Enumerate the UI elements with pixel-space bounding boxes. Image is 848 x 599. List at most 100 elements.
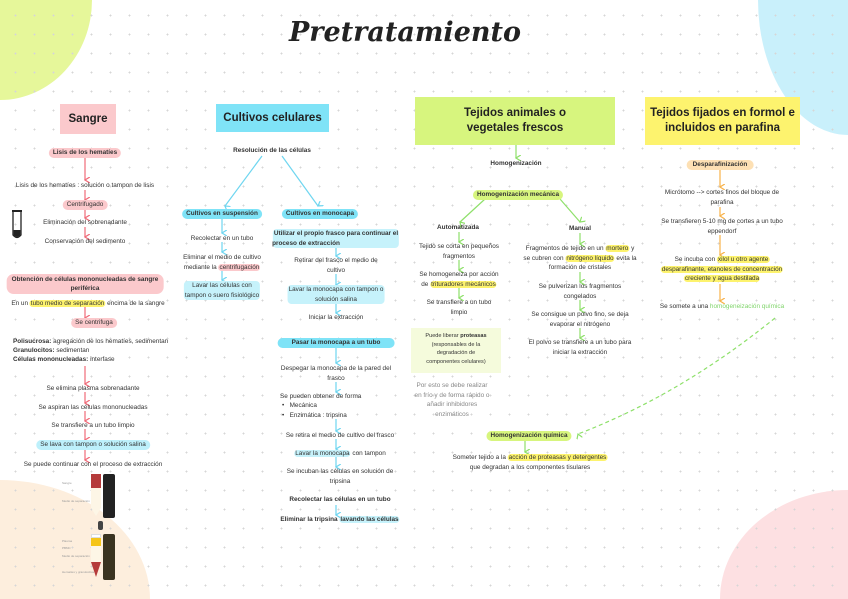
text: mediante la <box>183 263 219 271</box>
text: Se somete a una <box>659 303 710 310</box>
step-text: Se elimina plasma sobrenadante <box>46 385 140 392</box>
eliminacion-text: Eliminación del sobrenadante <box>43 219 127 226</box>
text: Puede liberar <box>425 333 461 339</box>
label: Polisucrosa: <box>13 338 52 345</box>
text: Se incuban las células en solución de <box>286 468 394 475</box>
text: y <box>629 245 635 252</box>
centrifugado-label: Centrifugado <box>62 200 108 210</box>
text: congelados <box>563 292 597 300</box>
desparafinizacion-label: Desparafinización <box>686 160 754 170</box>
step-text: Retirar del frasco el medio de cultivo <box>294 256 377 275</box>
figure-label: Sangre <box>62 481 72 485</box>
text: Se transfiere a un tubo <box>426 299 492 306</box>
header-sangre: Sangre <box>60 104 116 134</box>
text: evita la <box>614 254 637 262</box>
centrifuga-label: Se centrifuga <box>71 318 117 328</box>
resolucion-label: Resolución de las células <box>233 147 311 154</box>
text: Retirar del frasco el medio de <box>294 257 378 264</box>
tube-plasma-layer <box>91 538 101 546</box>
text: agregación de los hematíes, sedimentan <box>51 338 169 345</box>
mecanica-label: Homogenización mecánica <box>472 190 564 200</box>
polisucrosa-text: Polisucrosa: agregación de los hematíes,… <box>13 337 168 347</box>
text: (responsables de la <box>431 341 481 348</box>
step-text: Micrótomo --> cortes finos del bloque de… <box>665 188 779 207</box>
highlight: lavando las células <box>339 516 400 523</box>
bullet-item: • Enzimática : tripsina <box>282 412 347 419</box>
separation-figure: Sangre Medio de separación Plasma PBMC M… <box>60 472 120 592</box>
text: tripsina <box>329 477 351 485</box>
text: Micrótomo --> cortes finos del bloque de <box>664 189 780 196</box>
frio-note: Por esto se debe realizar en frío y de fo… <box>415 381 490 419</box>
text: Por esto se debe realizar <box>416 382 488 389</box>
text: en frío y de forma rápido o <box>414 391 490 399</box>
text: En un <box>11 300 30 307</box>
homogenizacion-label: Homogenización <box>490 160 542 167</box>
step-text: Se transfieren 5-10 mg de cortes a un tu… <box>661 217 783 236</box>
highlight: xilol u otro agente <box>716 256 770 263</box>
text: solución salina <box>315 295 357 303</box>
text: encima de la sangre <box>105 300 165 307</box>
tube-medium-layer <box>91 488 101 516</box>
granulocitos-text: Granulocitos: sedimentan <box>13 346 89 356</box>
text: enzimáticos <box>435 410 469 418</box>
highlight: mortero <box>605 245 630 252</box>
text: con tampon <box>350 450 386 457</box>
step-text: Se somete a una homogeneización química <box>660 302 784 312</box>
text: Enzimática : tripsina <box>289 412 347 419</box>
centrifuge-icon <box>98 521 103 530</box>
highlight: creciente y agua destilada <box>683 275 761 282</box>
proteasas-note: Puede liberar proteasas(responsables de … <box>411 328 501 373</box>
text: formación de cristales <box>548 264 612 271</box>
figure-label: Hematíes y granulocitos <box>62 570 95 574</box>
text: Se transfieren 5-10 mg de cortes a un tu… <box>661 218 783 225</box>
highlight: tubo medio de separación <box>29 300 106 307</box>
text: Se pulverizan los fragmentos <box>538 283 622 290</box>
highlight: Lavar la monocapa <box>294 450 351 457</box>
lisis-label: Lisis de los hematíes <box>48 148 122 158</box>
text: Eliminar el medio de cultivo <box>183 254 261 261</box>
text: parafina <box>710 198 734 206</box>
text: añadir inhibidores <box>426 401 478 408</box>
obtencion-label: Obtención de células mononucleadas de sa… <box>6 274 164 294</box>
text: de <box>421 280 431 288</box>
text: Lavar la monocapa con tampon o <box>288 286 384 293</box>
step-text: Recolectar las células en un tubo <box>289 496 391 503</box>
header-tejidos-fijados: Tejidos fijados en formol e incluidos en… <box>645 97 800 145</box>
figure-label: Medio de separación <box>62 499 90 503</box>
text: cultivo <box>326 266 346 274</box>
text: proceso de extracción <box>272 239 340 247</box>
text: evaporar el nitrógeno <box>549 320 611 328</box>
text: Eliminar la tripsina <box>280 516 340 523</box>
bullet-item: • Mecánica <box>282 402 317 409</box>
text: Se incuba con <box>674 256 717 263</box>
lisis-text: Lisis de los hematíes : solución o tampo… <box>15 182 155 189</box>
tube-rbc-layer <box>91 562 101 577</box>
quimica-label: Homogenización química <box>486 431 572 441</box>
quimica-link[interactable]: homogeneización química <box>709 303 785 310</box>
text: Despegar la monocapa de la pared del <box>280 365 392 372</box>
automatizada-label: Automatizada <box>437 224 479 231</box>
page-title: Pretratamiento <box>289 17 521 48</box>
highlight: nitrógeno líquido <box>565 254 615 262</box>
text: se cubren con <box>523 254 566 262</box>
text: degradación de <box>436 350 476 356</box>
text: tampon o suero fisiológico <box>184 291 260 299</box>
step-text: Se incuban las células en solución de tri… <box>287 467 394 486</box>
manual-label: Manual <box>568 225 592 232</box>
step-text: Eliminar la tripsina lavando las células <box>280 515 400 525</box>
mononucleadas-text: Células mononucleadas: interfase <box>13 355 115 365</box>
obtencion-line2: periférica <box>70 285 100 292</box>
label: Granulocitos: <box>13 347 55 354</box>
step-text: Lavar la monocapa con tampon o solución s… <box>287 285 385 304</box>
text: Tejido se corta en pequeños <box>419 243 499 250</box>
step-text: Se puede continuar con el proceso de ext… <box>23 461 163 468</box>
test-tube-icon <box>12 210 22 239</box>
